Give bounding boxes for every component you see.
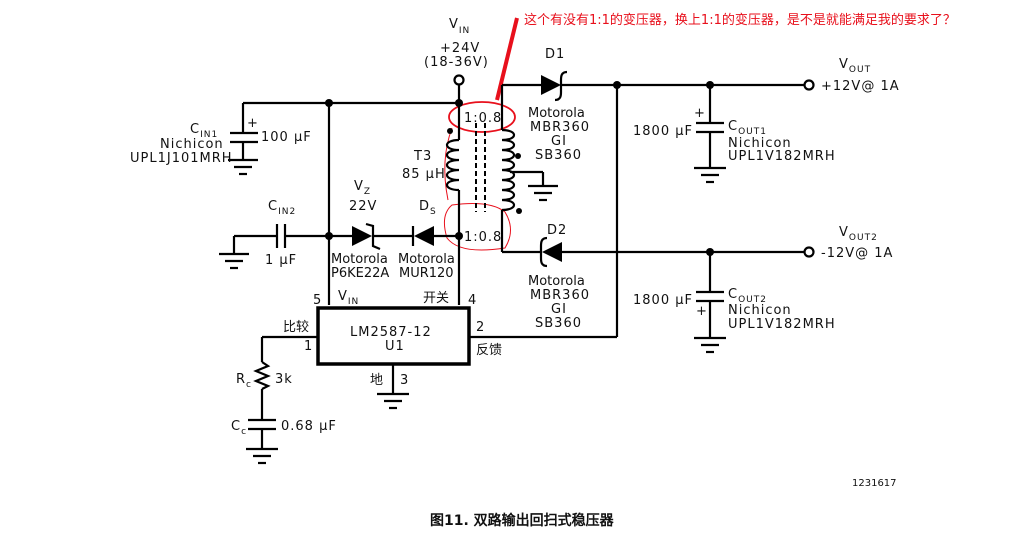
cout2-maker: Nichicon: [728, 303, 792, 318]
figure-id: 1231617: [852, 478, 897, 489]
vout2-terminal: VOUT2 -12V@ 1A: [803, 225, 893, 261]
vout1-spec: +12V@ 1A: [821, 79, 900, 94]
pin4-number: 4: [468, 293, 477, 308]
vz-value: 22V: [349, 199, 377, 214]
d2-maker1: Motorola: [528, 274, 585, 289]
pin-compare-label: 比较: [283, 320, 309, 335]
ds-maker: Motorola: [398, 252, 455, 267]
cin2-value: 1 μF: [265, 253, 297, 268]
vout1-terminal-circle[interactable]: [803, 79, 815, 91]
d1-name: D1: [545, 47, 565, 62]
pin-feedback-label: 反馈: [476, 343, 502, 358]
cout1-name: COUT1: [728, 119, 767, 137]
vz-maker: Motorola: [331, 252, 388, 267]
pin1-number: 1: [304, 339, 313, 354]
ratio-bottom: 1:0.8: [464, 230, 502, 245]
rc-name: Rc: [236, 372, 252, 390]
cin1-name: CIN1: [190, 122, 218, 140]
ic-part: LM2587-12: [350, 325, 432, 340]
annotation-pointer: [495, 17, 519, 101]
ds-diode: DS Motorola MUR120: [398, 199, 459, 281]
annotation-text: 这个有没有1:1的变压器，换上1:1的变压器，是不是就能满足我的要求了？: [524, 12, 956, 28]
vout1-label: VOUT: [839, 57, 871, 75]
rc-value: 3k: [275, 372, 293, 387]
vin-voltage: +24V: [440, 41, 480, 56]
cout1-maker: Nichicon: [728, 136, 792, 151]
cin1-part: UPL1J101MRH: [130, 151, 233, 166]
transformer-t3: T3 85 μH 1:0.8 1:0.8: [402, 85, 558, 305]
vin-range: (18-36V): [424, 55, 489, 70]
d1-diode: D1 Motorola MBR360 GI SB360: [502, 47, 805, 163]
pin-vin-label: VIN: [338, 289, 359, 307]
cout2-capacitor: + 1800 μF COUT2 Nichicon UPL1V182MRH: [633, 252, 836, 354]
vz-zener-diode: VZ 22V Motorola P6KE22A: [329, 179, 412, 281]
pin-switch-label: 开关: [423, 291, 449, 306]
d2-part1: MBR360: [530, 288, 590, 303]
figure-caption: 图11. 双路输出回扫式稳压器: [430, 512, 615, 529]
cin1-capacitor: + 100 μF CIN1 Nichicon UPL1J101MRH: [130, 103, 312, 176]
vin-terminal: VIN +24V (18-36V): [424, 17, 489, 103]
vout1-terminal: VOUT +12V@ 1A: [803, 57, 900, 94]
d2-part2: SB360: [535, 316, 582, 331]
vout2-terminal-circle[interactable]: [803, 246, 815, 258]
highlight-ratio-top: [448, 101, 516, 133]
vout2-label: VOUT2: [839, 225, 878, 243]
cin1-value: 100 μF: [261, 130, 312, 145]
d1-part2: SB360: [535, 148, 582, 163]
d1-part1: MBR360: [530, 120, 590, 135]
cout2-part: UPL1V182MRH: [728, 317, 836, 332]
cout2-polarity: +: [696, 304, 708, 319]
compensation-network: Rc 3k Cc 0.68 μF: [231, 335, 337, 465]
highlight-connector: [444, 127, 453, 201]
pin5-number: 5: [313, 293, 322, 308]
cc-name: Cc: [231, 419, 247, 437]
cin2-name: CIN2: [268, 199, 296, 217]
pin3-number: 3: [400, 373, 409, 388]
ratio-top: 1:0.8: [464, 111, 502, 126]
t3-name: T3: [413, 149, 432, 164]
d1-maker2: GI: [551, 134, 567, 149]
t3-inductance: 85 μH: [402, 167, 446, 182]
pin2-number: 2: [476, 320, 485, 335]
cout2-name: COUT2: [728, 287, 767, 305]
vz-part: P6KE22A: [331, 266, 389, 281]
cout1-polarity: +: [694, 106, 706, 121]
vin-label: VIN: [449, 17, 470, 36]
cout1-capacitor: + 1800 μF COUT1 Nichicon UPL1V182MRH: [633, 85, 836, 184]
annotation: 这个有没有1:1的变压器，换上1:1的变压器，是不是就能满足我的要求了？: [443, 12, 956, 251]
vin-terminal-circle[interactable]: [453, 74, 465, 86]
vout2-spec: -12V@ 1A: [821, 246, 893, 261]
d2-name: D2: [547, 223, 567, 238]
cc-value: 0.68 μF: [281, 419, 337, 434]
cout1-value: 1800 μF: [633, 124, 693, 139]
vz-name: VZ: [354, 179, 371, 197]
highlight-ratio-bottom: [443, 203, 511, 251]
cin1-maker: Nichicon: [160, 137, 224, 152]
d2-diode: D2 Motorola MBR360 GI SB360: [502, 223, 805, 331]
cout2-value: 1800 μF: [633, 293, 693, 308]
d1-maker1: Motorola: [528, 106, 585, 121]
d2-maker2: GI: [551, 302, 567, 317]
ic-ref: U1: [385, 339, 405, 354]
ds-part: MUR120: [399, 266, 454, 281]
cout1-part: UPL1V182MRH: [728, 149, 836, 164]
ds-name: DS: [419, 199, 437, 217]
cin2-capacitor: CIN2 1 μF: [219, 199, 329, 270]
cin1-polarity: +: [247, 116, 259, 131]
pin-ground-label: 地: [370, 373, 383, 388]
